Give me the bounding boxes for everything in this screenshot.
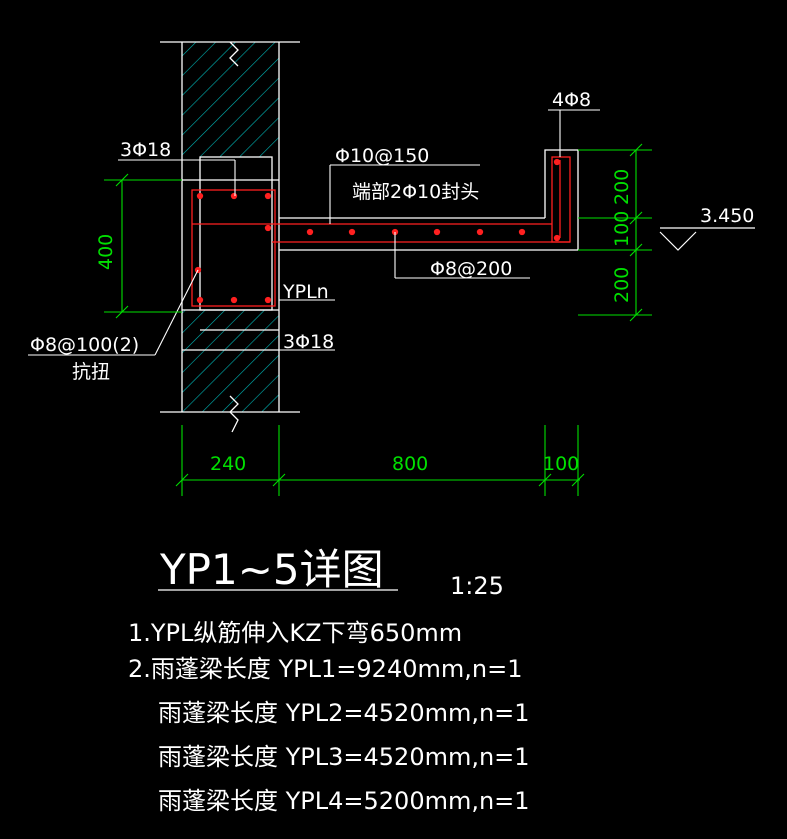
elevation-triangle (659, 231, 697, 251)
dim-beam-height: 400 (95, 234, 117, 270)
dim-tick-3 (629, 143, 643, 157)
dim-cantilever: 800 (392, 453, 428, 475)
rebar-dot-14 (518, 228, 526, 236)
note-2: 2.雨蓬梁长度 YPL1=9240mm,n=1 (128, 655, 522, 683)
note-5: 雨蓬梁长度 YPL4=5200mm,n=1 (158, 787, 530, 815)
title-block: YP1~5详图 1:25 (159, 545, 504, 600)
dim-tick-9 (538, 473, 552, 487)
dim-tick-5 (629, 243, 643, 257)
dim-tick-4 (629, 211, 643, 225)
dim-slab-thickness: 100 (611, 211, 633, 247)
dim-tick-6 (629, 308, 643, 322)
dimension-labels: 400 200 100 200 240 800 100 (95, 169, 633, 475)
note-3: 雨蓬梁长度 YPL2=4520mm,n=1 (158, 699, 530, 727)
beam-stirrup (191, 189, 276, 307)
rebar-dot-5 (230, 296, 238, 304)
label-stirrups: Φ8@100(2) (30, 334, 139, 356)
rebar-dot-2 (230, 192, 238, 200)
rebar-dot-6 (264, 296, 272, 304)
dim-upstand-bottom: 200 (611, 267, 633, 303)
label-stirrups-note: 抗扭 (72, 361, 110, 383)
rebar-dot-10 (348, 228, 356, 236)
annotation-labels: 3Φ18 Φ10@150 端部2Φ10封头 Φ8@200 4Φ8 YPLn 3Φ… (30, 89, 754, 383)
leader-lines (28, 109, 600, 356)
rebar-dot-16 (553, 234, 561, 242)
label-end-cap: 端部2Φ10封头 (352, 181, 479, 203)
dim-tick-2 (115, 305, 129, 319)
rebar-dot-15 (553, 158, 561, 166)
dim-tick-8 (272, 473, 286, 487)
elevation-marker (659, 227, 755, 251)
dim-upstand-width: 100 (543, 453, 579, 475)
rebar-dot-3 (264, 192, 272, 200)
dimension-lines (104, 143, 652, 496)
notes-block: 1.YPL纵筋伸入KZ下弯650mm 2.雨蓬梁长度 YPL1=9240mm,n… (128, 619, 530, 815)
rebar-dot-12 (433, 228, 441, 236)
concrete-outline (182, 149, 579, 351)
rebar-dot-13 (476, 228, 484, 236)
rebar-dot-4 (196, 296, 204, 304)
label-elevation: 3.450 (700, 205, 754, 227)
dim-tick-10 (571, 473, 585, 487)
upstand-outline (544, 149, 579, 250)
label-beam-id: YPLn (282, 281, 329, 303)
label-slab-top-bars: Φ10@150 (335, 145, 429, 167)
rebar-layout (191, 156, 571, 307)
drawing-title: YP1~5详图 (159, 545, 384, 594)
dim-upstand-top: 200 (611, 169, 633, 205)
wall-lower-hatch (182, 310, 279, 412)
rebar-dot-1 (196, 192, 204, 200)
label-top-bars: 3Φ18 (120, 139, 171, 161)
rebar-dot-9 (306, 228, 314, 236)
drawing-scale: 1:25 (450, 572, 504, 600)
wall-section (160, 41, 300, 433)
dim-wall-width: 240 (210, 453, 246, 475)
break-mark-bottom (229, 395, 239, 433)
label-bottom-bars: 3Φ18 (283, 331, 334, 353)
note-4: 雨蓬梁长度 YPL3=4520mm,n=1 (158, 743, 530, 771)
wall-upper-hatch (182, 42, 279, 157)
upstand-stirrup (551, 156, 571, 243)
dim-tick-1 (115, 173, 129, 187)
label-slab-dist-bars: Φ8@200 (430, 258, 512, 280)
dim-tick-7 (175, 473, 189, 487)
rebar-dot-7 (264, 224, 272, 232)
note-1: 1.YPL纵筋伸入KZ下弯650mm (128, 619, 462, 647)
label-upstand-bars: 4Φ8 (552, 89, 591, 111)
break-mark-top (229, 41, 239, 67)
